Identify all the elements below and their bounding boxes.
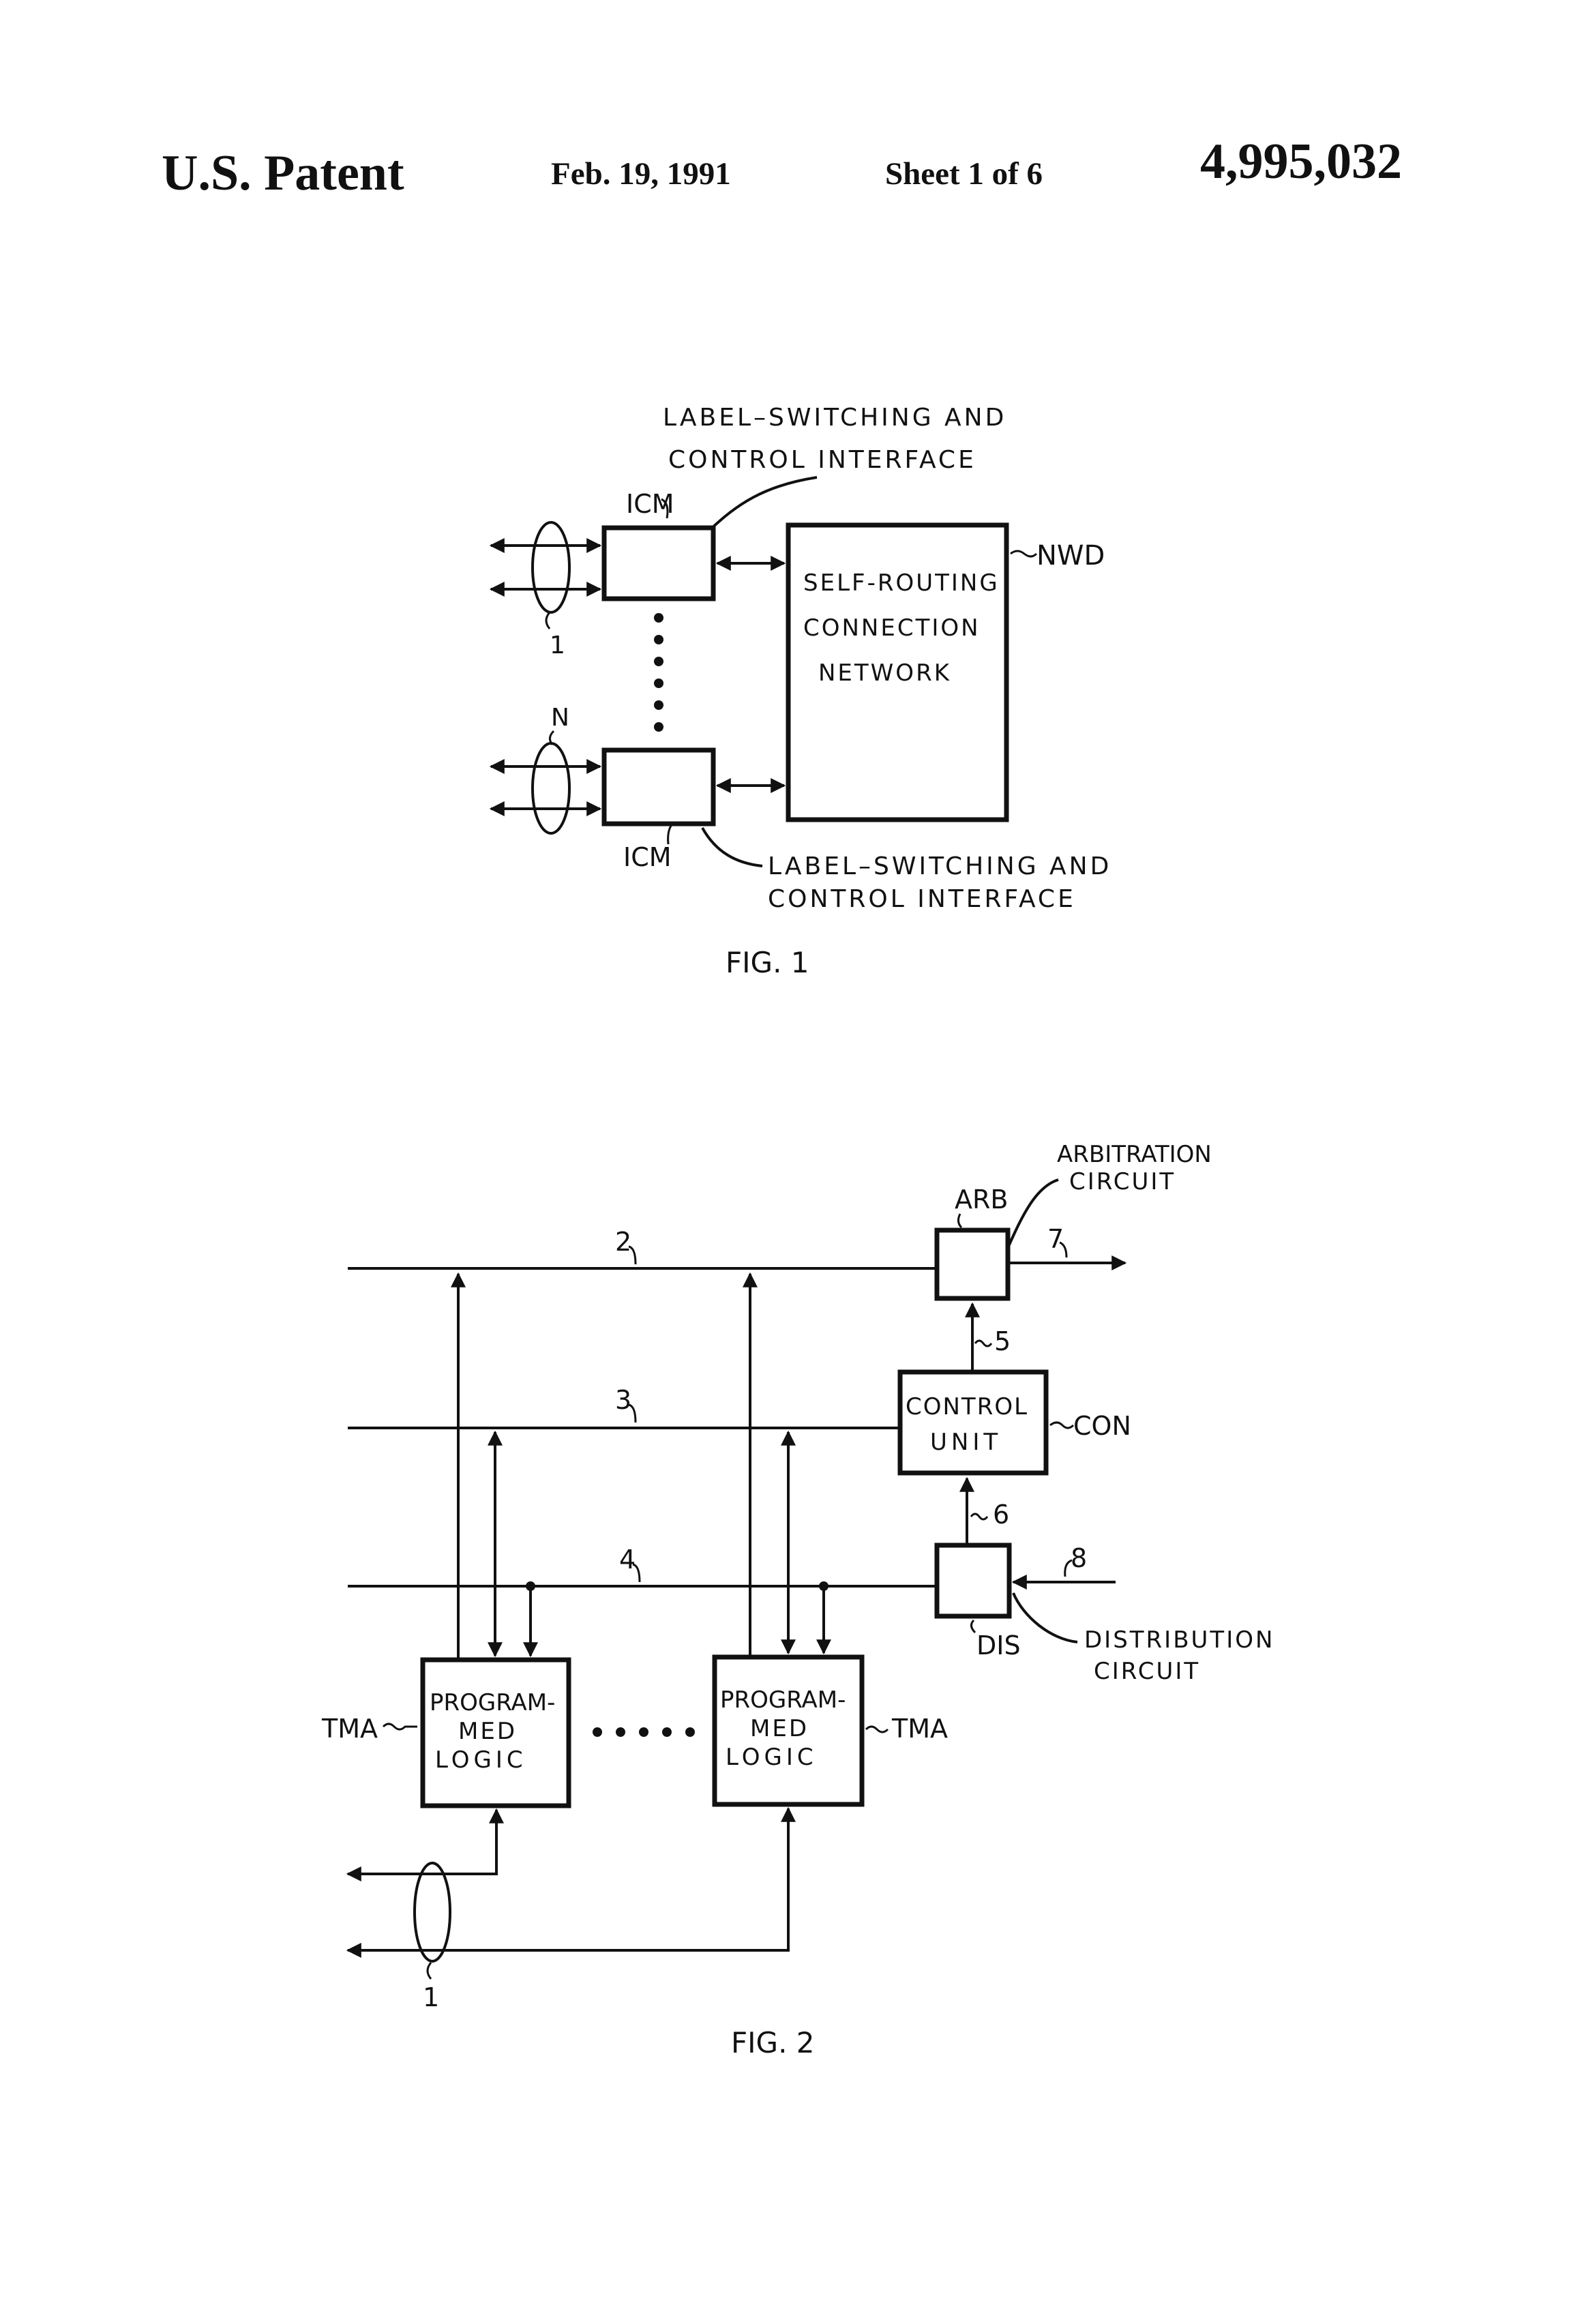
fig2-logic-right-line1: PROGRAM- <box>720 1686 846 1714</box>
fig1-ref-n-leader <box>549 730 555 745</box>
fig2-dis-leader <box>970 1619 976 1634</box>
fig2-logic-right-box <box>712 1654 865 1807</box>
fig1-caption: FIG. 1 <box>726 946 809 979</box>
fig2-ref-4: 4 <box>619 1545 636 1575</box>
sheet-indicator: Sheet 1 of 6 <box>885 156 1043 192</box>
fig1-icm-bottom-box <box>601 747 716 826</box>
fig2-dis-box <box>934 1543 1012 1619</box>
fig1-bottom-label-leader <box>701 827 763 867</box>
fig2-control-line2: UNIT <box>930 1429 1002 1456</box>
fig1-bottom-line-group <box>531 742 571 835</box>
figure-1: LABEL–SWITCHING AND CONTROL INTERFACE IC… <box>489 404 1111 979</box>
fig2-control-line1: CONTROL <box>906 1393 1028 1420</box>
fig2-ref-5: 5 <box>994 1326 1011 1356</box>
fig1-ref-1-leader <box>545 612 551 629</box>
fig2-arbitration-label-line1: ARBITRATION <box>1057 1141 1212 1168</box>
fig1-icm-top-leader <box>661 498 669 519</box>
fig2-ref-8-leader <box>1064 1559 1073 1577</box>
fig1-network-ref: NWD <box>1036 540 1105 571</box>
fig1-network-line1: SELF-ROUTING <box>803 569 1000 597</box>
fig2-ref-6: 6 <box>993 1500 1009 1530</box>
fig2-tma-left-leader <box>382 1723 417 1731</box>
fig1-icm-bottom-leader <box>667 823 674 845</box>
fig1-ref-1: 1 <box>550 631 565 659</box>
fig2-logic-left-line3: LOGIC <box>435 1746 527 1774</box>
fig2-distribution-label-line1: DISTRIBUTION <box>1084 1626 1274 1654</box>
fig1-icm-top-box <box>601 525 716 601</box>
fig2-tma-right-leader <box>865 1725 889 1733</box>
fig2-arbitration-label-line2: CIRCUIT <box>1069 1168 1176 1195</box>
fig1-icm-bottom: ICM <box>623 842 672 872</box>
fig2-ref-5-leader <box>974 1339 993 1347</box>
fig1-bottom-interface-label-line2: CONTROL INTERFACE <box>768 885 1076 913</box>
figure-2: 2 3 4 ARB 7 ARBITRATION CIRCUIT 5 CONTRO… <box>321 1141 1274 2059</box>
fig2-line-group <box>413 1862 451 1963</box>
fig2-logic-right-line2: MED <box>750 1715 809 1742</box>
fig2-arb: ARB <box>955 1185 1008 1215</box>
fig2-logic-right-line3: LOGIC <box>726 1744 818 1771</box>
fig2-tma-left: TMA <box>321 1714 378 1744</box>
fig2-logic-left-line1: PROGRAM- <box>430 1689 555 1716</box>
fig1-top-line-group <box>531 521 571 614</box>
fig2-tma-right: TMA <box>891 1714 948 1744</box>
fig1-top-label-leader <box>708 476 818 532</box>
fig2-distribution-label-line2: CIRCUIT <box>1094 1658 1200 1685</box>
fig2-ref-8: 8 <box>1071 1543 1087 1573</box>
fig1-bottom-interface-label-line1: LABEL–SWITCHING AND <box>768 852 1111 880</box>
fig1-network-box <box>786 522 1009 822</box>
fig2-dis: DIS <box>976 1630 1021 1660</box>
fig1-continuation-dots <box>654 613 663 732</box>
fig2-arb-leader <box>957 1213 963 1229</box>
fig2-ref-2: 2 <box>615 1227 631 1257</box>
patent-number: 4,995,032 <box>1200 134 1402 190</box>
fig2-logic-left-line2: MED <box>458 1718 517 1745</box>
fig2-con-leader <box>1049 1421 1075 1429</box>
fig2-distribution-leader <box>1012 1592 1078 1643</box>
fig2-line-lower <box>352 1810 790 1952</box>
fig1-network-line2: CONNECTION <box>803 614 981 642</box>
fig2-right-junction <box>819 1581 829 1591</box>
fig2-ref-7: 7 <box>1047 1224 1064 1254</box>
fig2-line-upper <box>352 1811 498 1875</box>
fig2-logic-left-box <box>420 1657 571 1808</box>
patent-title: U.S. Patent <box>162 145 404 201</box>
fig1-ref-n: N <box>551 704 569 732</box>
fig2-ref-7-leader <box>1059 1241 1068 1258</box>
fig1-top-interface-label-line2: CONTROL INTERFACE <box>668 446 976 474</box>
fig2-continuation-dots <box>593 1727 695 1737</box>
fig1-nwd-leader <box>1010 550 1038 558</box>
fig1-top-interface-label-line1: LABEL–SWITCHING AND <box>663 404 1006 432</box>
fig2-ref-1: 1 <box>423 1982 439 2012</box>
fig2-arbitration-leader <box>1006 1178 1059 1249</box>
fig2-ref-2-leader <box>628 1245 637 1265</box>
fig2-left-junction <box>526 1581 535 1591</box>
fig2-ref-1-leader <box>426 1962 432 1980</box>
fig2-ref-3: 3 <box>615 1385 631 1415</box>
fig2-arb-box <box>934 1227 1011 1301</box>
fig2-ref-4-leader <box>632 1563 641 1583</box>
fig2-ref-6-leader <box>970 1513 989 1521</box>
fig2-con: CON <box>1073 1411 1131 1441</box>
fig1-network-line3: NETWORK <box>818 659 951 687</box>
patent-date: Feb. 19, 1991 <box>551 156 731 192</box>
fig2-ref-3-leader <box>628 1403 637 1423</box>
fig2-control-unit-box <box>897 1369 1049 1476</box>
fig2-caption: FIG. 2 <box>731 2026 815 2059</box>
